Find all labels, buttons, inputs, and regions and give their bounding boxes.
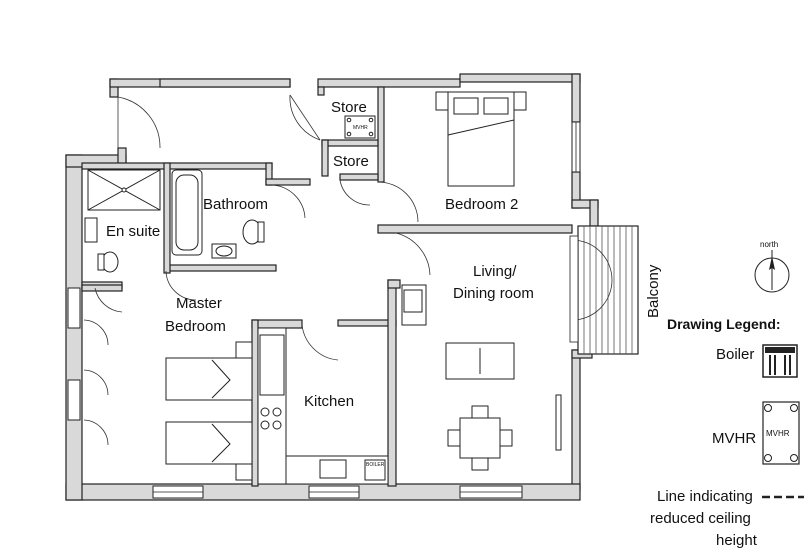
label-master-line2: Bedroom [165,318,226,335]
label-bedroom2: Bedroom 2 [445,196,518,213]
bedroom2-furniture [435,91,527,187]
legend-title: Drawing Legend: [667,316,781,332]
drawing-legend: Drawing Legend: Boiler MVHR MVHR Line in… [650,316,804,549]
label-balcony: Balcony [645,264,662,318]
bed-master-1 [165,357,253,401]
ensuite-basin [84,217,98,243]
legend-mvhr-label: MVHR [712,430,756,447]
label-living-line2: Dining room [453,285,534,302]
master-bedroom-furniture [165,341,253,481]
label-store-mid: Store [333,153,369,170]
mvhr-symbol-icon: MVHR [762,401,800,465]
north-arrow-icon [769,256,775,270]
kitchen-sink [319,459,347,479]
label-en-suite: En suite [106,223,160,240]
mvhr-unit [344,115,376,139]
label-bathroom: Bathroom [203,196,268,213]
dining-table [459,417,501,459]
label-living-line1: Living/ [473,263,517,280]
bed-master-2 [165,421,253,465]
mvhr-symbol-text: MVHR [766,429,790,438]
balcony [569,225,639,355]
boiler-unit-label: BOILER [366,462,385,468]
boiler-unit [364,459,386,481]
doors [83,94,431,446]
legend-ceiling-line1: Line indicating [657,488,753,505]
bath-fixtures [84,169,265,273]
label-master-line1: Master [176,295,222,312]
legend-boiler-label: Boiler [716,346,754,363]
label-store-top: Store [331,99,367,116]
compass-label: north [760,240,778,249]
mvhr-unit-label: MVHR [353,125,368,131]
interior-walls [81,86,573,487]
legend-ceiling-line2: reduced ceiling [650,510,751,527]
kitchen-fixtures: BOILER [257,327,389,485]
windows [67,121,581,499]
label-kitchen: Kitchen [304,393,354,410]
living-furniture [401,284,515,471]
store-fixtures: MVHR [344,115,376,139]
hob-ring [260,407,270,417]
room-labels: Store Store Bathroom Bedroom 2 En suite … [106,99,662,410]
legend-ceiling-line3: height [716,532,758,549]
boiler-symbol-icon [762,344,798,378]
north-compass: north [754,240,790,293]
